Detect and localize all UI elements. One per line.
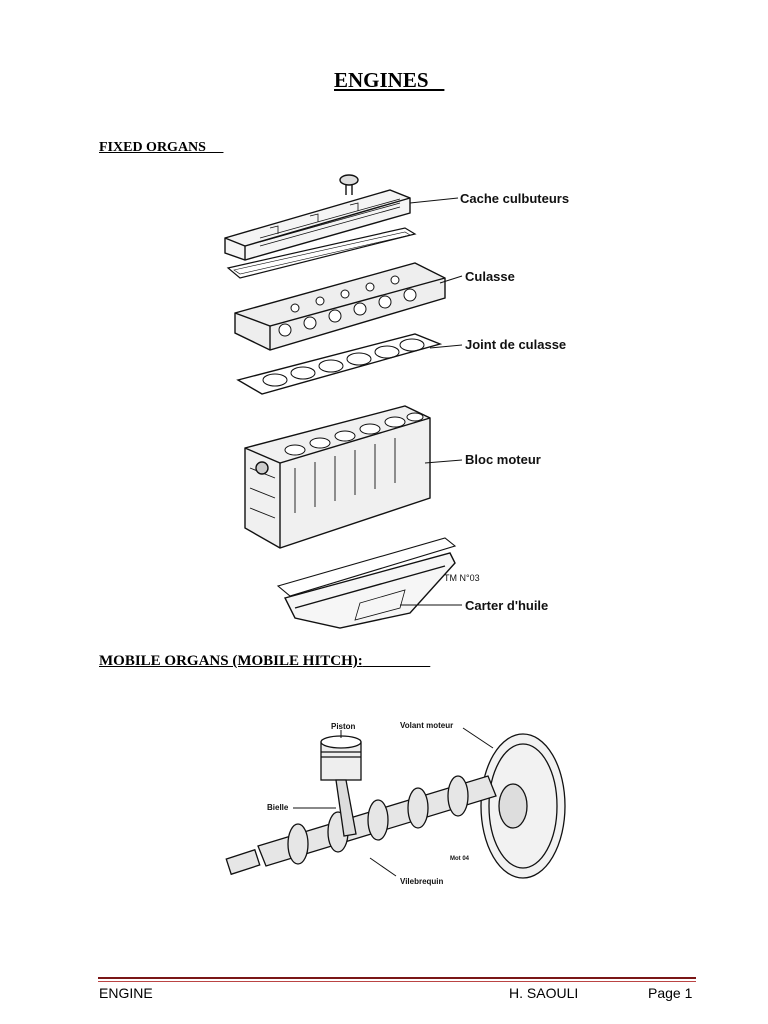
label-head-gasket: Joint de culasse bbox=[465, 337, 566, 352]
footer-rule bbox=[98, 977, 696, 979]
figure-ref-mobile: Mot 04 bbox=[450, 856, 470, 862]
label-valve-cover: Cache culbuteurs bbox=[460, 191, 569, 206]
connecting-rod-drawing bbox=[335, 779, 357, 837]
label-connecting-rod: Bielle bbox=[267, 803, 289, 812]
label-piston: Piston bbox=[331, 722, 356, 731]
label-cylinder-head: Culasse bbox=[465, 269, 515, 284]
mobile-organs-figure: Piston Volant moteur Bielle Mot 04 Vileb… bbox=[225, 721, 566, 886]
valve-cover-drawing bbox=[224, 174, 411, 261]
label-flywheel: Volant moteur bbox=[400, 721, 453, 730]
figure-ref-fixed: TM N°03 bbox=[444, 573, 480, 583]
page-title-text: ENGINES bbox=[334, 68, 429, 92]
label-oil-pan: Carter d'huile bbox=[465, 598, 548, 613]
footer-rule-thin bbox=[98, 981, 696, 982]
section-heading-fixed-organs: FIXED ORGANS bbox=[99, 140, 206, 155]
footer-document-name: ENGINE bbox=[99, 985, 153, 1001]
piston-drawing bbox=[320, 735, 362, 781]
label-crankshaft: Vilebrequin bbox=[400, 877, 444, 886]
label-engine-block: Bloc moteur bbox=[465, 452, 541, 467]
oil-pan-drawing bbox=[283, 552, 456, 629]
footer-page-number: Page 1 bbox=[648, 985, 693, 1001]
cylinder-head-drawing bbox=[234, 262, 446, 351]
oil-pan-gasket-drawing bbox=[276, 537, 457, 597]
flywheel-drawing bbox=[480, 733, 566, 879]
engine-block-drawing bbox=[244, 405, 431, 549]
section-heading-mobile-organs: MOBILE ORGANS (MOBILE HITCH): bbox=[99, 653, 363, 669]
crankshaft-drawing bbox=[225, 775, 497, 876]
footer-author: H. SAOULI bbox=[509, 985, 579, 1001]
fixed-organs-figure: Cache culbuteurs Culasse Joint de culass… bbox=[224, 174, 569, 629]
head-gasket-drawing bbox=[236, 333, 443, 395]
cover-gasket-drawing bbox=[226, 227, 417, 279]
